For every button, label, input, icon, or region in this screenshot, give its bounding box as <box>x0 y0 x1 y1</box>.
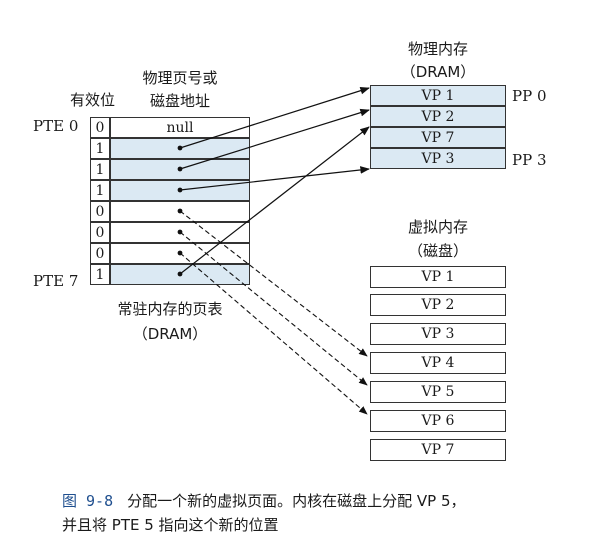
arrow-pte4-to-disk-vp4 <box>179 210 368 357</box>
physical-page: VP 3 <box>370 148 506 169</box>
pte-valid-bit: 1 <box>90 138 110 159</box>
pte-valid-bit: 0 <box>90 243 110 264</box>
caption-text-line2: 并且将 PTE 5 指向这个新的位置 <box>62 516 279 534</box>
disk-page: VP 7 <box>370 439 506 461</box>
arrow-pte2-to-vp2 <box>179 108 370 170</box>
figure-number: 图 9-8 <box>62 492 114 510</box>
physical-page: VP 2 <box>370 106 506 127</box>
arrow-pte7-to-vp7 <box>179 126 370 275</box>
pte7-label: PTE 7 <box>33 272 79 290</box>
virtual-memory-title-line1: 虚拟内存 <box>407 218 468 236</box>
caption-line1: 图 9-8 分配一个新的虚拟页面。内核在磁盘上分配 VP 5， <box>62 489 582 513</box>
disk-page: VP 1 <box>370 266 506 288</box>
disk-page: VP 4 <box>370 352 506 374</box>
pte0-label: PTE 0 <box>33 117 79 135</box>
arrow-pte6-to-disk-vp6 <box>179 252 368 415</box>
arrow-pte5-to-disk-vp5 <box>179 231 368 386</box>
virtual-memory-title-line2: （磁盘） <box>407 242 468 260</box>
physical-page: VP 1 <box>370 85 506 106</box>
address-header-line2: 磁盘地址 <box>149 92 210 110</box>
figure-caption: 图 9-8 分配一个新的虚拟页面。内核在磁盘上分配 VP 5， 并且将 PTE 5… <box>62 489 582 537</box>
pte-valid-bit: 0 <box>90 222 110 243</box>
disk-page: VP 6 <box>370 410 506 432</box>
pp0-label: PP 0 <box>512 87 547 105</box>
physical-memory-title-line1: 物理内存 <box>407 40 468 58</box>
arrow-pte1-to-vp1 <box>179 86 370 149</box>
pte-valid-bit: 1 <box>90 264 110 285</box>
physical-memory-title-line2: （DRAM） <box>400 63 476 81</box>
pte-valid-bit: 1 <box>90 159 110 180</box>
caption-text-line1: 分配一个新的虚拟页面。内核在磁盘上分配 VP 5， <box>127 492 466 510</box>
disk-page: VP 3 <box>370 323 506 345</box>
page-table-caption-line1: 常驻内存的页表 <box>117 300 223 318</box>
address-header-line1: 物理页号或 <box>142 69 218 87</box>
pte-valid-bit: 1 <box>90 180 110 201</box>
disk-page: VP 5 <box>370 381 506 403</box>
caption-line2: 并且将 PTE 5 指向这个新的位置 <box>62 513 582 537</box>
disk-page: VP 2 <box>370 294 506 316</box>
arrow-pte3-to-vp3 <box>179 166 370 191</box>
page-table-caption-line2: （DRAM） <box>132 325 208 343</box>
pte-address: null <box>110 117 250 138</box>
pte-valid-bit: 0 <box>90 201 110 222</box>
physical-page: VP 7 <box>370 127 506 148</box>
valid-bit-header: 有效位 <box>70 91 116 109</box>
pp3-label: PP 3 <box>512 151 547 169</box>
pte-valid-bit: 0 <box>90 117 110 138</box>
